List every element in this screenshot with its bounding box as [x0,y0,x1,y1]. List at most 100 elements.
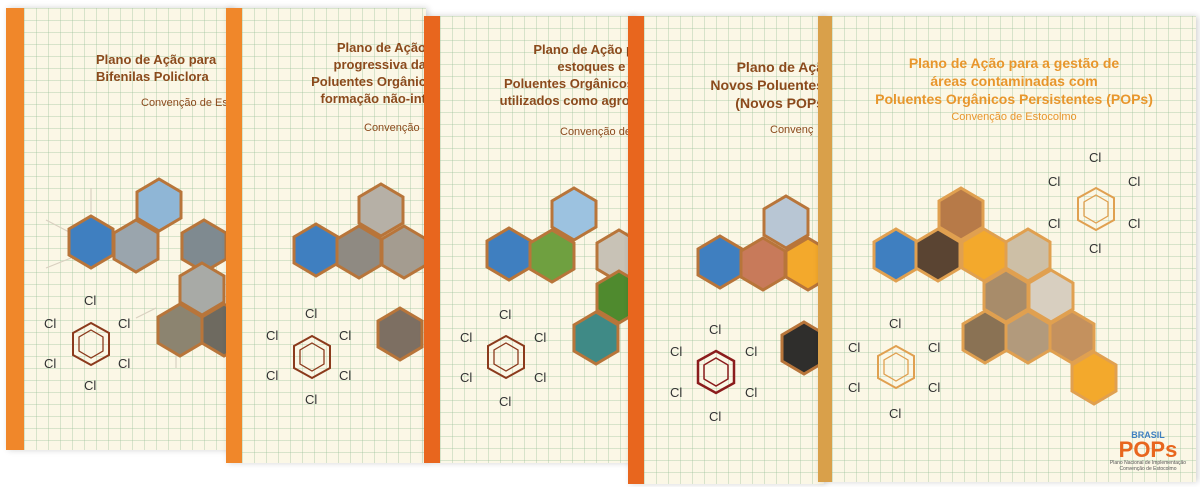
chlorine-label: Cl [670,385,682,400]
report-cover-pcb[interactable]: Plano de Ação para Bifenilas Policlora C… [6,8,232,450]
chlorinated-benzene-ring [487,334,525,380]
chlorine-label: Cl [1089,150,1101,165]
chlorine-label: Cl [266,328,278,343]
hexagon-photo-rusted-metal [156,302,204,358]
hexagon-photo-rocks [1004,227,1052,283]
hexagon-photo-soil [937,186,985,242]
chlorinated-benzene-ring [877,186,1115,390]
hexagon-photo-spraying [572,310,620,366]
chlorine-label: Cl [670,344,682,359]
chlorine-label: Cl [1048,216,1060,231]
chlorine-label: Cl [928,340,940,355]
hexagon-photo-transformer [178,261,226,317]
logo-main-text: POPs [1118,437,1178,462]
hexagon-photo-pit [961,309,1009,365]
cover-title: Plano de Ação progressiva da Poluentes O… [311,40,426,106]
report-cover-pesticide-stocks[interactable]: Plano de Ação p estoques e r Poluentes O… [424,16,634,463]
chlorine-label: Cl [889,316,901,331]
logo-top-text: BRASIL [1131,430,1165,440]
hexagon-molecule-illustration: Cl Cl Cl Cl Cl Cl [266,182,426,407]
cover-subtitle: Convenção de [560,126,631,138]
cover-spine [6,8,24,450]
hexagon-molecule-illustration: Cl Cl Cl Cl Cl Cl [670,194,824,424]
cover-subtitle: Convenç [770,124,814,136]
report-cover-contaminated-areas[interactable]: Plano de Ação para a gestão de áreas con… [818,16,1196,482]
chlorine-label: Cl [928,380,940,395]
chlorine-label: Cl [1089,241,1101,256]
chlorine-label: Cl [848,380,860,395]
hexagon-blue [292,222,340,278]
chlorine-label: Cl [848,340,860,355]
hex-network-lines [45,188,177,368]
logo-caption-1: Plano Nacional de Implementação [1109,460,1187,466]
chlorine-label: Cl [709,322,721,337]
chlorine-label: Cl [84,293,96,308]
hexagon-photo-ground [1004,309,1052,365]
hexagon-gold [1070,350,1118,406]
chlorine-label: Cl [118,316,130,331]
report-cover-new-pops[interactable]: Plano de Açã Novos Poluentes (Novos POPs… [628,16,824,484]
cover-title: Plano de Açã Novos Poluentes (Novos POPs [710,59,824,112]
brasil-pops-logo: BRASIL POPs Plano Nacional de Implementa… [1106,430,1190,472]
chlorine-label: Cl [534,370,546,385]
chlorine-label: Cl [499,394,511,409]
hexagon-photo-field [528,228,576,284]
hexagon-blue [872,227,920,283]
hexagon-photo-fabric [739,236,787,292]
chlorine-label: Cl [84,378,96,393]
hexagon-photo-burnt [376,306,424,362]
hexagon-photo-crop [595,269,634,325]
chlorinated-benzene-ring [293,334,331,380]
cover-spine [818,16,832,482]
cover-subtitle: Convenção de Esto [141,97,232,109]
cover-subtitle: Convenção de Estocolmo [951,111,1077,123]
hexagon-photo-rubble [357,182,405,238]
chlorine-label: Cl [1048,174,1060,189]
chlorine-label: Cl [339,368,351,383]
hexagon-molecule-illustration: Cl Cl Cl Cl Cl Cl [44,177,232,393]
hexagon-photo-scrap [200,302,232,358]
hexagon-blue [696,234,744,290]
cover-spine [424,16,440,463]
hexagon-photo-debris [335,224,383,280]
chlorine-label: Cl [1128,216,1140,231]
chlorine-label: Cl [305,306,317,321]
chlorine-label: Cl [339,328,351,343]
cover-spine [628,16,644,484]
chlorine-label: Cl [118,356,130,371]
chlorine-label: Cl [889,406,901,421]
hexagon-molecule-illustration: Cl Cl Cl Cl Cl Cl Cl Cl Cl Cl Cl Cl [848,150,1140,421]
hexagon-photo-substation [112,218,160,274]
chlorine-label: Cl [44,356,56,371]
cover-subtitle: Convenção [364,122,420,134]
report-cover-unintentional-pops[interactable]: Plano de Ação progressiva da Poluentes O… [226,8,426,463]
hexagon-gold [784,236,824,292]
chlorine-label: Cl [460,330,472,345]
chlorine-label: Cl [1128,174,1140,189]
hexagon-photo-sky [550,186,598,242]
chlorine-label: Cl [534,330,546,345]
hexagon-photo-ruins [380,224,426,280]
logo-caption-2: Convenção de Estocolmo [1119,466,1177,472]
chlorine-label: Cl [305,392,317,407]
chlorine-label: Cl [709,409,721,424]
chlorine-label: Cl [460,370,472,385]
cover-title: Plano de Ação para Bifenilas Policlora [96,52,217,84]
hexagon-photo-dark-equipment [780,320,824,376]
hexagon-photo-clouds [762,194,810,250]
cover-spine [226,8,242,463]
hexagon-blue [67,214,115,270]
cover-title: Plano de Ação para a gestão de áreas con… [875,55,1153,108]
chlorine-label: Cl [44,316,56,331]
chlorinated-benzene-ring [696,349,736,395]
hexagon-blue [485,226,533,282]
chlorine-label: Cl [499,307,511,322]
hexagon-photo-dark-soil [914,227,962,283]
cover-title: Plano de Ação p estoques e r Poluentes O… [499,42,634,108]
hexagon-photo-power-lines [135,177,183,233]
chlorine-label: Cl [745,385,757,400]
chlorine-label: Cl [266,368,278,383]
chlorinated-benzene-ring [72,321,110,367]
hexagon-molecule-illustration: Cl Cl Cl Cl Cl Cl [460,186,634,409]
chlorine-label: Cl [745,344,757,359]
